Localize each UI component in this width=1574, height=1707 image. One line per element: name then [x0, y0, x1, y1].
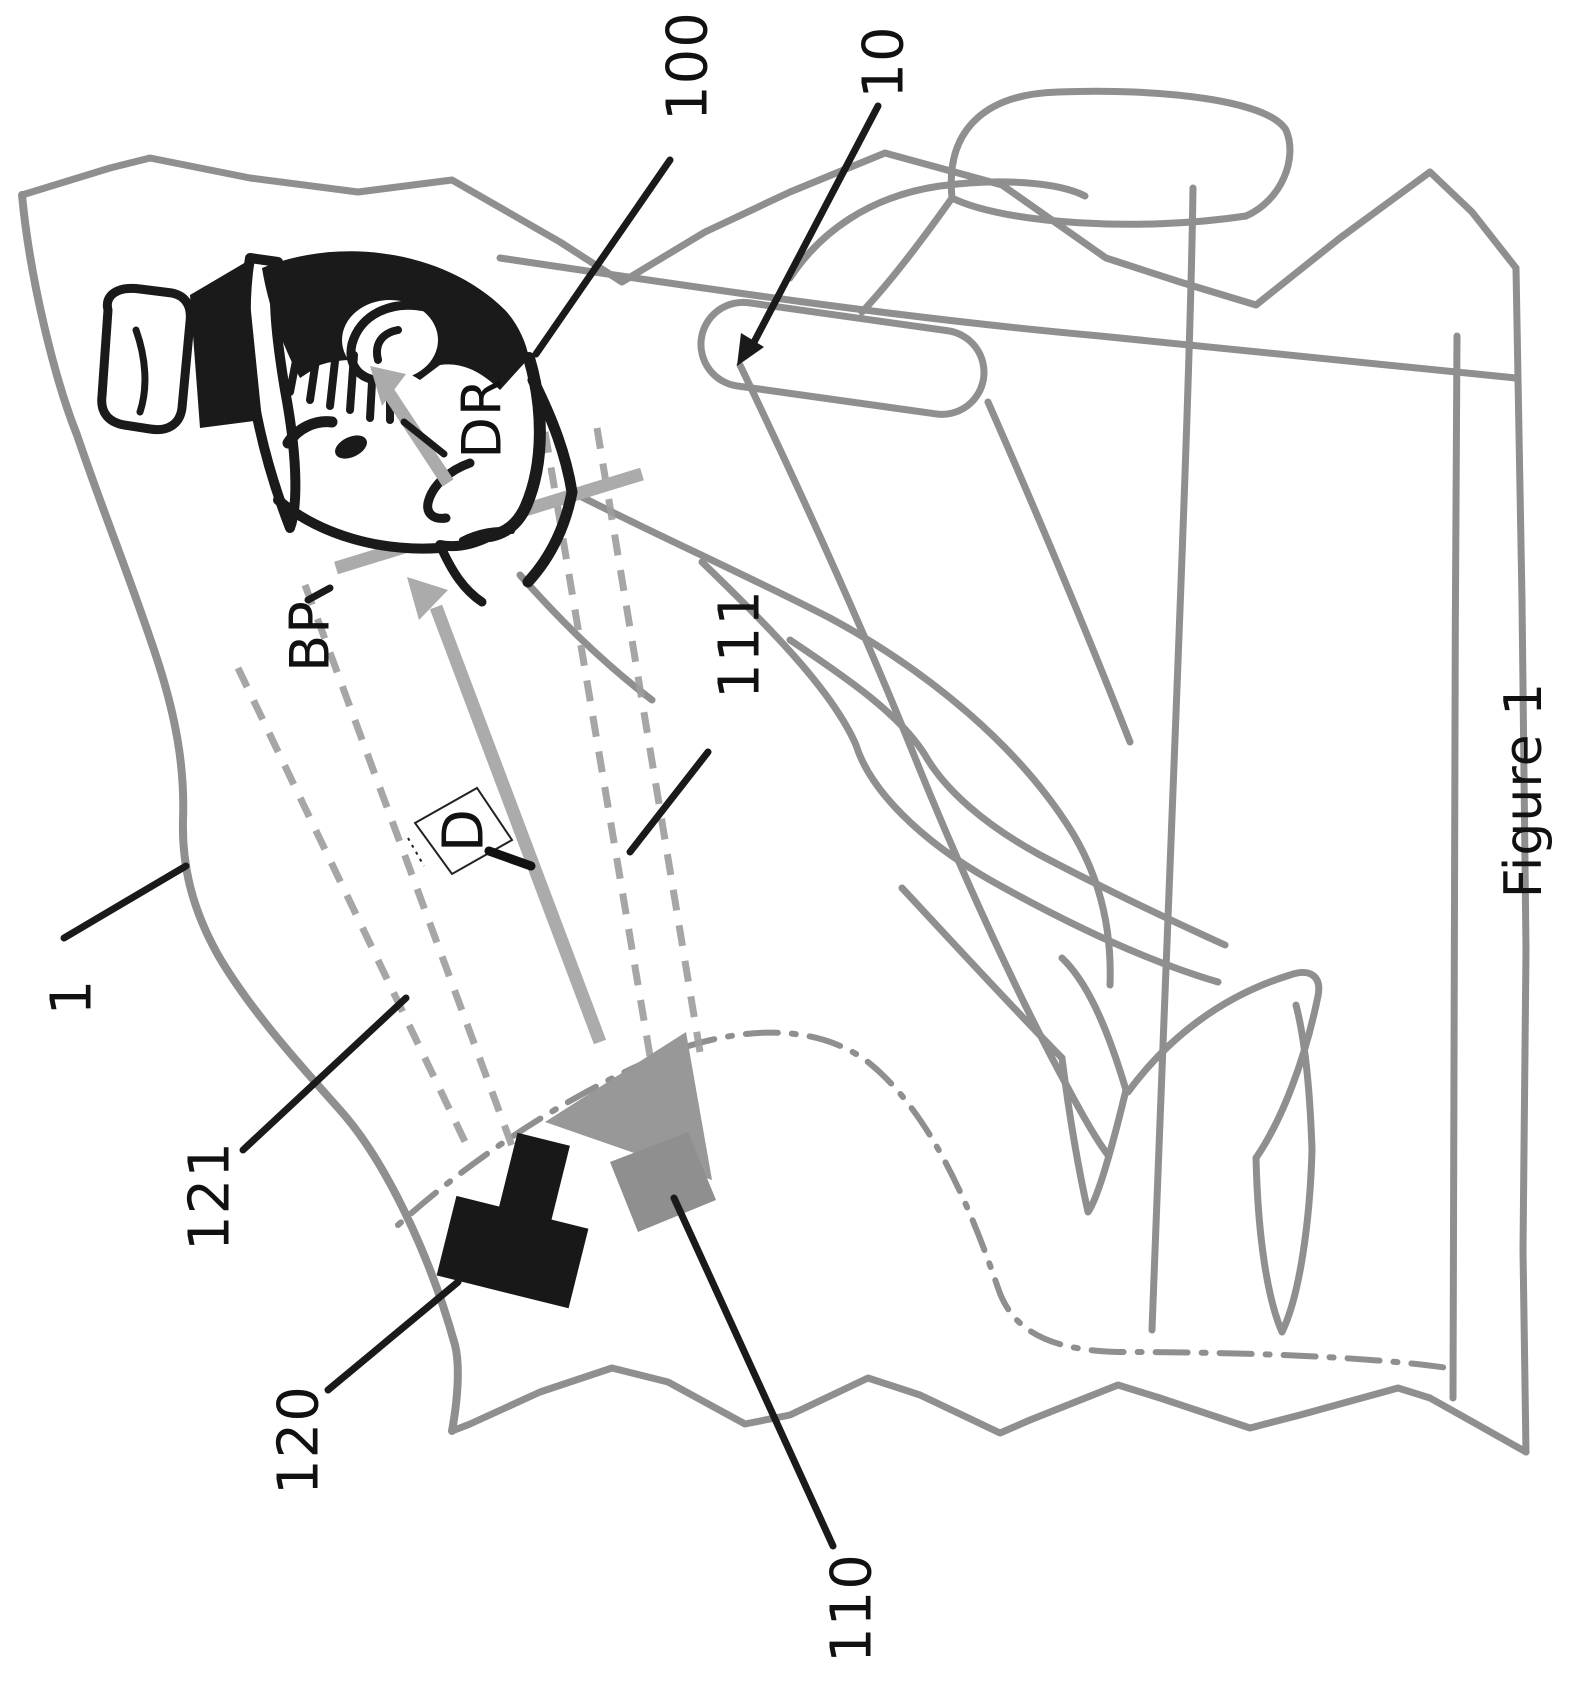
- beam-path-arrowhead: [407, 577, 448, 620]
- leader-121: [239, 994, 410, 1154]
- figure-caption: Figure 1: [1494, 682, 1554, 898]
- light-source-base: [436, 1195, 589, 1309]
- label-120: 120: [267, 1385, 332, 1495]
- d-box-dotted-corner: [407, 837, 425, 867]
- shin-foot-outline: [1252, 1001, 1316, 1336]
- steering-wheel-rim: [395, 1029, 1451, 1371]
- leader-10-arrowhead: [737, 333, 764, 366]
- seat-back-side-edge: [984, 398, 1134, 746]
- border-top: [18, 149, 1520, 309]
- beam-path-shaft: [429, 604, 607, 1045]
- light-source-stem: [496, 1132, 570, 1230]
- beam-121-line-b: [301, 583, 516, 1148]
- seat-top-band: [786, 178, 1089, 282]
- label-BP: BP: [279, 600, 342, 672]
- label-110: 110: [820, 1553, 885, 1663]
- thigh-line: [898, 884, 1066, 1062]
- door-frame-line: [1449, 332, 1461, 1402]
- seat-top-cushion: [947, 87, 1294, 228]
- leader-10: [748, 102, 882, 350]
- leader-110: [670, 1194, 837, 1550]
- driver-head: [97, 244, 578, 610]
- leader-dash-DR: [400, 418, 448, 458]
- eye: [335, 435, 367, 459]
- label-121: 121: [178, 1141, 243, 1251]
- neck-back-line: [522, 374, 578, 588]
- knee-outline: [1124, 969, 1323, 1162]
- window-sill-line: [496, 254, 1520, 382]
- cap-back-seam: [132, 326, 149, 416]
- seat-top-join: [858, 194, 956, 316]
- cap-back-piece: [97, 283, 195, 435]
- label-DR: DR: [451, 377, 514, 458]
- arm-lower-edge: [786, 636, 1229, 949]
- labels: 100 10 1 121 120 110 111 BP DR Figure 1: [40, 11, 1555, 1663]
- ear-outer: [346, 300, 430, 385]
- vehicle-interior: [395, 87, 1520, 1402]
- beam-lines: [234, 427, 704, 1150]
- label-100: 100: [656, 11, 721, 121]
- leader-dash-BP: [304, 584, 334, 604]
- leader-120: [324, 1278, 462, 1394]
- gaze-arrow-head: [370, 366, 406, 406]
- border-right: [1512, 264, 1530, 1456]
- border-bottom: [448, 1364, 1530, 1456]
- hand-grip: [1058, 954, 1130, 1216]
- headrest: [697, 298, 988, 418]
- eyebrow: [282, 416, 338, 449]
- nose: [423, 458, 475, 523]
- neck-front-line: [435, 540, 487, 607]
- arm-upper-edge: [698, 558, 1222, 986]
- d-box-pointer: [484, 846, 536, 871]
- seat-back-rear-edge: [1148, 184, 1197, 1334]
- label-111: 111: [708, 589, 773, 699]
- camera-body: [610, 1132, 716, 1232]
- driver-back-outline: [568, 488, 1114, 989]
- device-120-light-source: [436, 1132, 589, 1309]
- driver-chest-line: [516, 571, 656, 704]
- mouth-line: [459, 527, 515, 543]
- distance-marker: D: [407, 786, 536, 876]
- label-D: D: [432, 808, 497, 852]
- leader-100: [532, 156, 674, 358]
- leader-111: [626, 748, 712, 856]
- jaw-line: [273, 495, 445, 554]
- hair-strands: [286, 336, 394, 424]
- label-10: 10: [852, 25, 917, 98]
- ear-inner: [373, 326, 402, 364]
- seat-back-front-edge: [736, 361, 1112, 1159]
- label-1: 1: [40, 979, 105, 1016]
- device-110-camera: [545, 1032, 716, 1232]
- leader-1: [60, 862, 190, 942]
- beam-111-line-b: [593, 427, 704, 1053]
- beam-121-line-a: [234, 666, 472, 1150]
- leader-lines: [60, 102, 882, 1550]
